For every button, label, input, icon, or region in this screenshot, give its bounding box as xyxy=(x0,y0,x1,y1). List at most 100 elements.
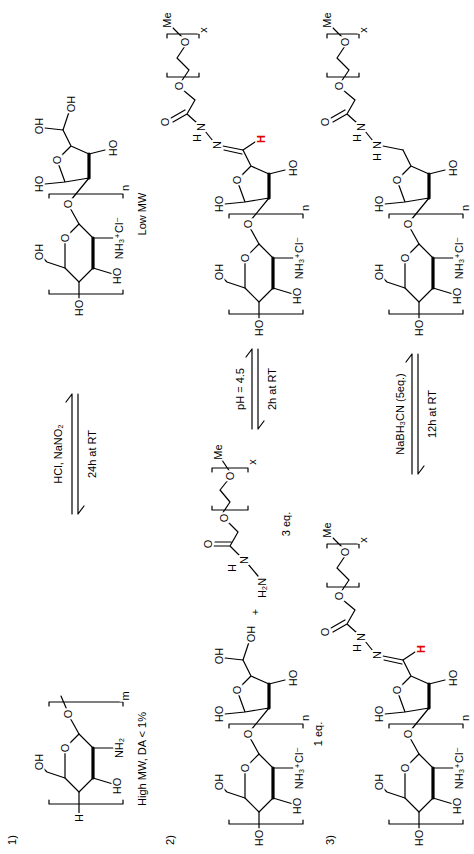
atom-label: OH xyxy=(374,773,385,792)
atom-label: H xyxy=(192,133,203,143)
atom-label: O xyxy=(60,233,71,244)
scheme-label: 2h at RT xyxy=(267,367,278,411)
atom-label: x xyxy=(198,26,209,34)
atom-label: HO xyxy=(34,175,45,194)
atom-label: x xyxy=(358,26,369,34)
atom-label: HO xyxy=(108,139,119,158)
gem-diol xyxy=(45,112,69,130)
scheme-label: 24h at RT xyxy=(87,429,98,479)
atom-label: H₂N xyxy=(257,577,268,599)
atom-label: m xyxy=(120,690,131,701)
atom-label: O xyxy=(392,685,403,696)
atom-label: OH xyxy=(374,263,385,282)
atom-label: N xyxy=(196,122,207,132)
atom-label: NH₂ xyxy=(114,737,125,759)
scheme-label: NH₃⁺Cl⁻ xyxy=(294,746,305,790)
scheme-label: NH₃⁺Cl⁻ xyxy=(294,236,305,280)
atom-label: O xyxy=(403,729,414,740)
atom-label: 1) xyxy=(7,834,18,846)
anhydromannose-unit xyxy=(45,130,105,200)
atom-label: HO xyxy=(414,319,425,338)
atom-label: O xyxy=(174,81,185,92)
atom-label: O xyxy=(240,763,251,774)
atom-label: O xyxy=(340,547,351,558)
atom-label: O xyxy=(392,175,403,186)
atom-label: N xyxy=(372,140,383,150)
polymer-bracket xyxy=(229,724,303,824)
atom-label: OH xyxy=(34,117,45,136)
glucosamine-unit xyxy=(221,226,293,324)
atom-label: n xyxy=(460,204,471,212)
atom-label: O xyxy=(180,37,191,48)
atom-label: N xyxy=(372,650,383,660)
scheme-label: NH₃⁺Cl⁻ xyxy=(454,236,465,280)
atom-label: Me xyxy=(162,11,173,28)
atom-label: O xyxy=(334,591,345,602)
atom-label: 2) xyxy=(165,834,176,846)
atom-label: HO xyxy=(288,159,299,178)
scheme-label: 1 eq. xyxy=(313,721,324,747)
atom-label: H xyxy=(74,813,85,823)
atom-label: O xyxy=(243,219,254,230)
atom-label: HO xyxy=(374,705,385,724)
anhydromannose-unit xyxy=(385,660,445,730)
equilibrium-arrow xyxy=(246,349,264,429)
scheme-label: NaBH₃CN (5eq.) xyxy=(395,372,406,456)
atom-label: O xyxy=(340,37,351,48)
scheme-label: HCl, NaNO₂ xyxy=(53,423,64,484)
atom-label: HO xyxy=(112,777,123,796)
atom-label: OH xyxy=(34,243,45,262)
atom-label: H xyxy=(416,644,427,654)
atom-label: H xyxy=(372,152,383,162)
hydrazide-peg-chain xyxy=(327,28,403,150)
atom-label: + xyxy=(250,608,261,616)
atom-label: Me xyxy=(322,11,333,28)
anhydromannose-unit xyxy=(225,660,285,730)
polymer-bracket xyxy=(49,194,123,294)
scheme-label: Low MW xyxy=(137,192,148,237)
atom-label: HO xyxy=(214,705,225,724)
atom-label: HO xyxy=(292,797,303,816)
atom-label: H xyxy=(352,643,363,653)
scheme-label: NH₃⁺Cl⁻ xyxy=(454,746,465,790)
atom-label: N xyxy=(356,632,367,642)
atom-label: H xyxy=(227,563,238,573)
glucosamine-unit xyxy=(221,736,293,834)
atom-label: Me xyxy=(213,443,224,460)
atom-label: HO xyxy=(448,669,459,688)
atom-label: H xyxy=(256,134,267,144)
atom-label: N xyxy=(356,122,367,132)
atom-label: O xyxy=(232,685,243,696)
atom-label: O xyxy=(63,709,74,720)
atom-label: OH xyxy=(66,95,77,114)
atom-label: O xyxy=(240,253,251,264)
atom-label: HO xyxy=(292,287,303,306)
atom-label: O xyxy=(60,743,71,754)
atom-label: n xyxy=(120,184,131,192)
atom-label: N xyxy=(212,140,223,150)
scheme-label: pH = 4.5 xyxy=(235,367,246,411)
atom-label: HO xyxy=(214,195,225,214)
glucosamine-unit xyxy=(41,206,113,304)
peg-hydrazide xyxy=(212,460,258,576)
polymer-bracket xyxy=(389,724,463,824)
scheme-label: 12h at RT xyxy=(427,389,438,439)
gem-diol xyxy=(225,642,249,660)
anhydromannose-unit xyxy=(225,150,285,220)
atom-label: OH xyxy=(246,625,257,644)
atom-label: O xyxy=(219,513,230,524)
atom-label: HO xyxy=(374,195,385,214)
atom-label: OH xyxy=(214,647,225,666)
atom-label: HO xyxy=(452,287,463,306)
atom-label: O xyxy=(320,627,331,638)
atom-label: HO xyxy=(112,267,123,286)
atom-label: O xyxy=(52,155,63,166)
atom-label: N xyxy=(239,555,250,565)
atom-label: O xyxy=(203,539,214,550)
atom-label: Me xyxy=(322,521,333,538)
atom-label: O xyxy=(320,117,331,128)
atom-label: x xyxy=(358,536,369,544)
atom-label: OH xyxy=(214,263,225,282)
atom-label: O xyxy=(400,763,411,774)
